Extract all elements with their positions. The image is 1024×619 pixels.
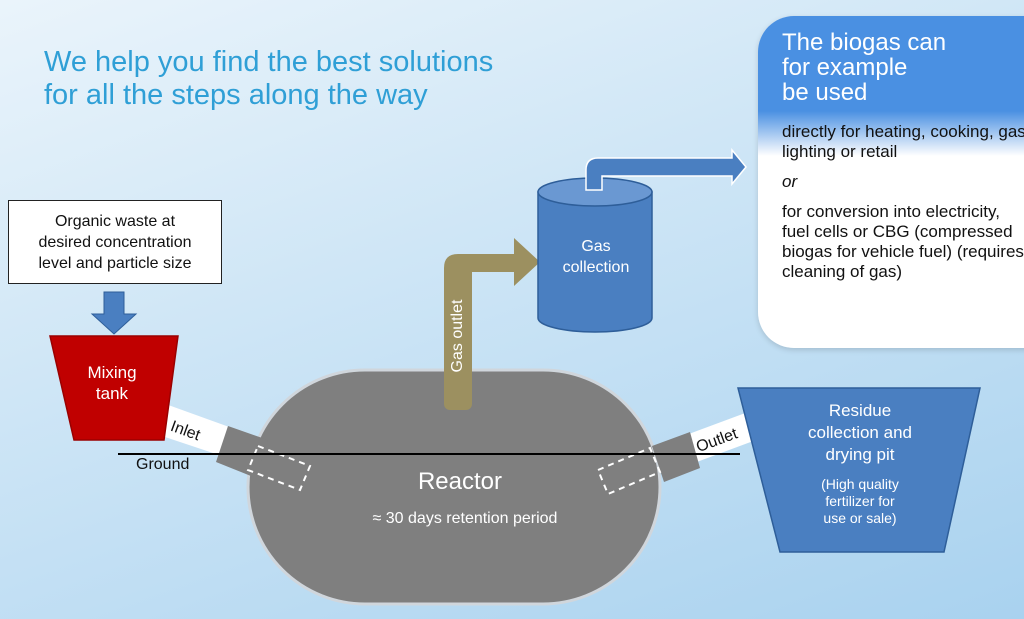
down-arrow (90, 291, 138, 335)
residue-line-1: Residue (828, 401, 892, 420)
gas-collection-cylinder (537, 191, 653, 333)
residue-note: (High quality fertilizer for use or sale… (780, 476, 940, 527)
reactor-title: Reactor (417, 468, 503, 495)
reactor-retention: ≈ 30 days retention period (340, 510, 590, 528)
residue-label: Residue collection and drying pit (770, 400, 950, 466)
organic-waste-line-3: level and particle size (38, 254, 192, 272)
residue-pit-shape (737, 387, 981, 553)
outlet-dashed-pipe (596, 446, 662, 496)
biogas-uses-title-line-3: be used (782, 79, 868, 106)
mixing-tank-line-1: Mixing (87, 363, 137, 382)
use-direct: directly for heating, cooking, gas light… (782, 122, 1024, 161)
retention-period: 30 days retention period (385, 510, 558, 527)
gas-outlet-pipe (444, 238, 540, 400)
headline-line-1: We help you find the best solutions (44, 46, 494, 78)
residue-line-3: drying pit (825, 445, 895, 464)
headline-line-2: for all the steps along the way (44, 79, 428, 111)
organic-waste-line-2: desired concentration (38, 233, 192, 251)
gas-outlet-label: Gas outlet (449, 299, 466, 373)
approx-symbol: ≈ (372, 510, 382, 527)
biogas-output-pipe (585, 147, 747, 191)
gas-collection-line-2: collection (562, 259, 630, 276)
organic-waste-box: Organic waste at desired concentration l… (8, 200, 222, 284)
ground-label: Ground (136, 456, 190, 473)
inlet-pipe (150, 402, 232, 456)
residue-note-line-3: use or sale) (823, 510, 897, 526)
mixing-tank-shape (49, 335, 179, 441)
organic-waste-line-1: Organic waste at (54, 212, 176, 230)
residue-note-line-2: fertilizer for (825, 493, 895, 509)
residue-note-line-1: (High quality (821, 476, 899, 492)
residue-line-2: collection and (808, 423, 912, 442)
biogas-uses-panel: The biogas can for example be used direc… (758, 16, 1024, 348)
outlet-connector (652, 432, 700, 482)
or-text: or (782, 172, 798, 191)
biogas-uses-title-line-1: The biogas can (782, 29, 947, 56)
biogas-uses-body: directly for heating, cooking, gas light… (782, 122, 1024, 292)
inlet-dashed-pipe (246, 444, 312, 492)
use-conversion: for conversion into electricity, fuel ce… (782, 202, 1024, 281)
inlet-connector (216, 426, 268, 478)
gas-collection-line-1: Gas (581, 238, 611, 255)
biogas-uses-title: The biogas can for example be used (782, 30, 1022, 105)
outlet-pipe (678, 412, 756, 466)
biogas-uses-title-line-2: for example (782, 54, 908, 81)
headline: We help you find the best solutions for … (44, 46, 604, 112)
mixing-tank-line-2: tank (95, 384, 129, 403)
gas-collection-label: Gas collection (540, 236, 652, 278)
mixing-tank-label: Mixing tank (62, 362, 162, 404)
